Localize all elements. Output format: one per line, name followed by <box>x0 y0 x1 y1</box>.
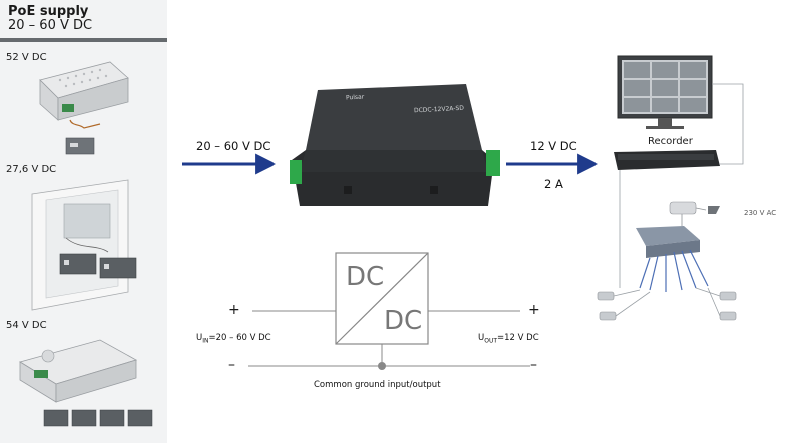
output-current-label: 2 A <box>544 177 563 191</box>
dc-output-symbol: DC <box>384 306 423 336</box>
ground-label: Common ground input/output <box>314 380 441 390</box>
module-brand: Pulsar <box>345 93 365 102</box>
recorder-label: Recorder <box>648 136 693 147</box>
ground-node <box>378 362 386 370</box>
uin-label: UIN=20 – 60 V DC <box>196 333 271 345</box>
psu-label-54v: 54 V DC <box>6 320 47 331</box>
page-title: PoE supply <box>8 4 89 19</box>
output-terminal <box>486 150 500 176</box>
input-plus: + <box>228 302 240 318</box>
flow-graphics <box>182 84 599 206</box>
monitor <box>617 55 713 129</box>
output-voltage-label: 12 V DC <box>530 139 577 153</box>
dcdc-schematic <box>248 252 530 370</box>
input-minus: – <box>228 357 235 373</box>
output-minus: – <box>530 357 537 373</box>
psu-enclosure-52v <box>39 61 129 155</box>
input-voltage-label: 20 – 60 V DC <box>196 139 271 153</box>
cctv-system <box>597 55 744 321</box>
output-plus: + <box>528 302 540 318</box>
psu-label-27v: 27,6 V DC <box>6 164 57 175</box>
dcdc-module <box>290 84 500 206</box>
uout-label: UOUT=12 V DC <box>478 333 539 345</box>
dc-input-symbol: DC <box>346 262 385 292</box>
psu-label-52v: 52 V DC <box>6 52 47 63</box>
psu-illustrations <box>19 61 153 427</box>
page-subtitle: 20 – 60 V DC <box>8 18 93 33</box>
mains-label: 230 V AC <box>744 209 777 217</box>
poe-switch <box>636 226 709 292</box>
power-adapter <box>669 201 720 226</box>
recorder-device <box>614 150 720 170</box>
psu-enclosure-54v <box>19 339 153 427</box>
title-divider <box>0 38 167 42</box>
psu-cabinet-27v <box>31 179 137 311</box>
input-terminal <box>290 160 302 184</box>
